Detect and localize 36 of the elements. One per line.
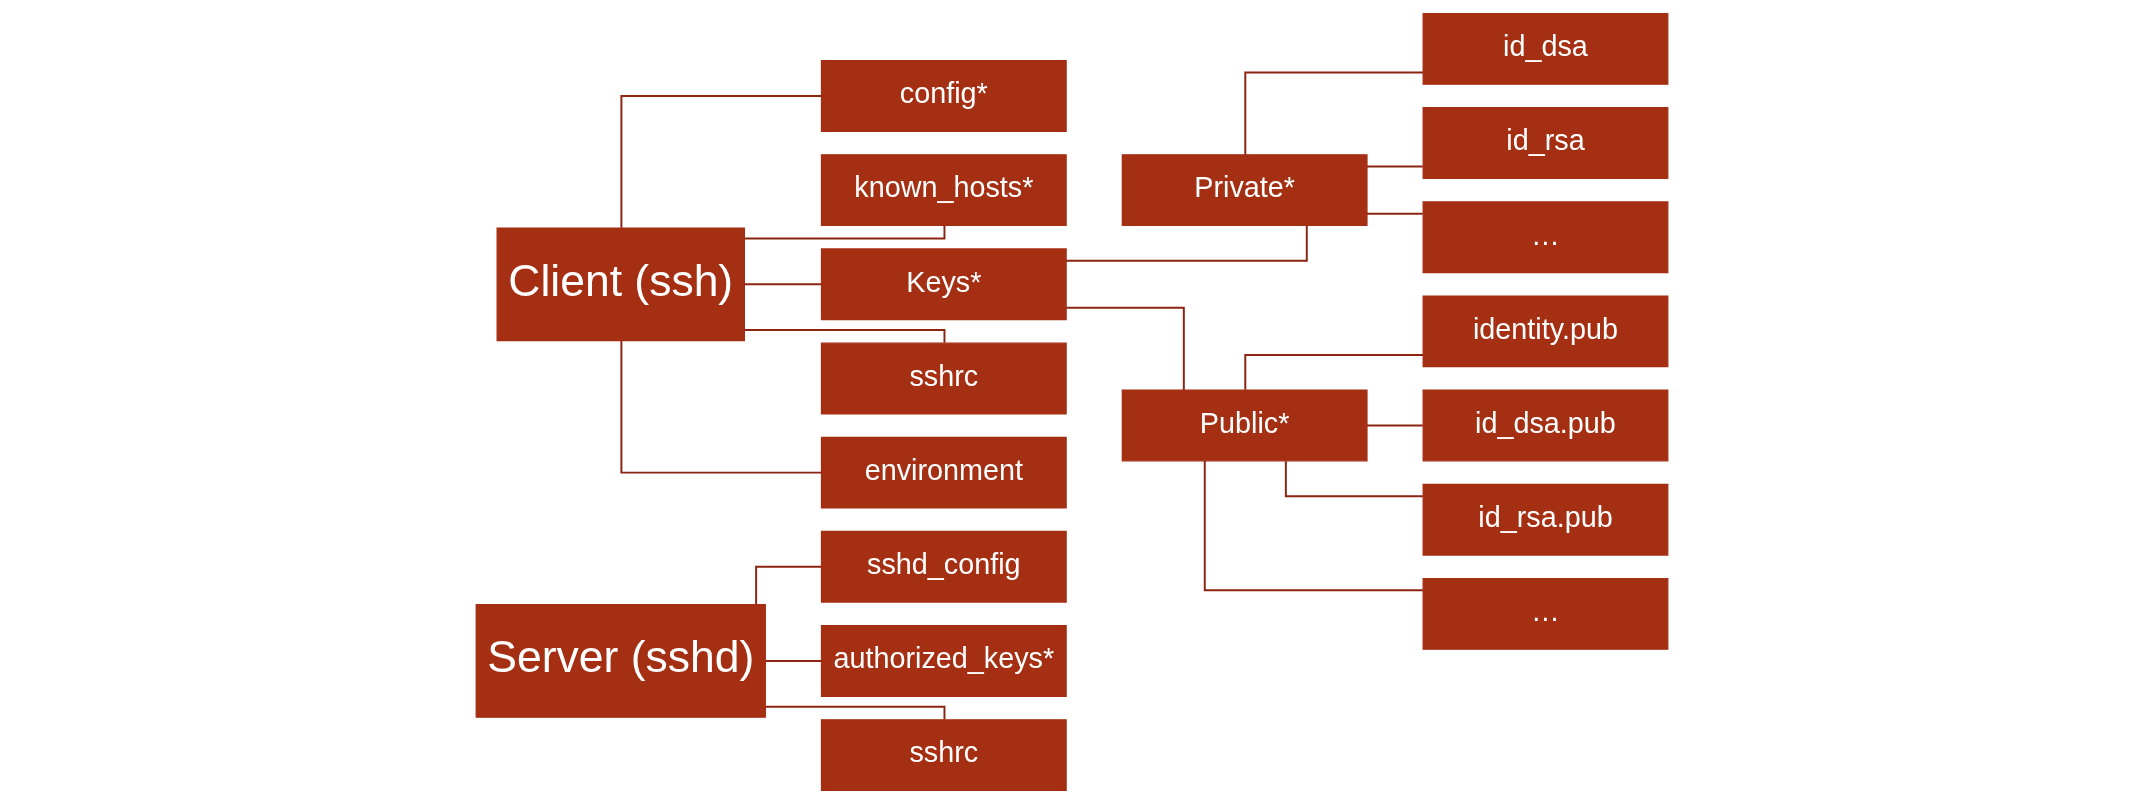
- node-box: Server (sshd): [475, 604, 766, 718]
- node-box: authorized_keys*: [820, 625, 1067, 697]
- node-box: id_dsa.pub: [1422, 389, 1668, 462]
- node-box: Client (ssh): [496, 227, 745, 342]
- connector: [1365, 212, 1424, 215]
- node-box: id_rsa.pub: [1422, 483, 1668, 556]
- node-box: id_rsa: [1422, 107, 1668, 179]
- connector: [619, 339, 822, 474]
- connector: [1203, 459, 1424, 592]
- node-box: Private*: [1121, 154, 1368, 227]
- connector: [743, 283, 822, 286]
- connector: [1064, 306, 1185, 392]
- node-box: id_dsa: [1422, 12, 1668, 85]
- node-box: known_hosts*: [820, 154, 1067, 227]
- node-box: Keys*: [820, 248, 1067, 321]
- connector: [743, 329, 945, 344]
- node-box: …: [1422, 577, 1668, 650]
- node-box: sshrc: [820, 719, 1067, 792]
- connector: [1243, 71, 1424, 156]
- connector: [754, 565, 822, 606]
- connector: [743, 224, 945, 240]
- connector: [1365, 424, 1424, 427]
- connector: [1064, 224, 1308, 262]
- node-box: identity.pub: [1422, 295, 1668, 368]
- node-box: …: [1422, 201, 1668, 274]
- connector: [1284, 460, 1424, 498]
- node-box: sshrc: [820, 342, 1067, 415]
- node-box: config*: [820, 59, 1067, 132]
- connector: [1243, 353, 1424, 391]
- node-box: environment: [820, 436, 1067, 509]
- node-box: sshd_config: [820, 530, 1067, 603]
- connector: [619, 94, 822, 229]
- connector: [764, 660, 822, 662]
- node-box: Public*: [1121, 389, 1368, 462]
- connector: [764, 705, 945, 721]
- connector: [1365, 165, 1424, 168]
